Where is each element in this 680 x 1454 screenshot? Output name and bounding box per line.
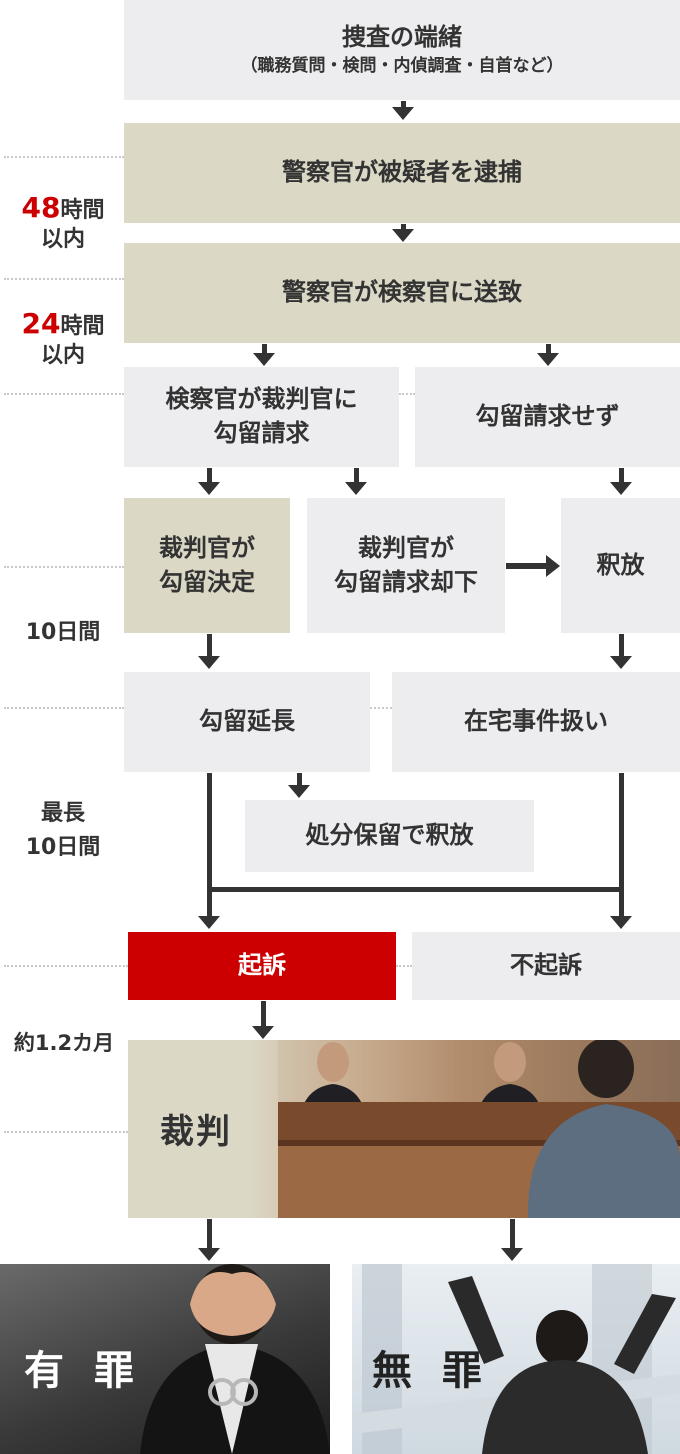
time-label-max-text: 最長 <box>40 801 85 826</box>
step-arrest: 警察官が被疑者を逮捕 <box>124 123 680 223</box>
time-label-24h-number: 24 <box>21 307 61 340</box>
guide-line <box>4 278 124 280</box>
time-label-max10days: 最長 10日間 <box>6 797 120 865</box>
guilty-photo: 有 罪 <box>0 1264 330 1454</box>
step-rejected-label: 裁判官が 勾留請求却下 <box>334 533 478 596</box>
step-extension-label: 勾留延長 <box>199 707 295 736</box>
guide-line <box>399 393 415 395</box>
step-detention-decision: 裁判官が 勾留決定 <box>124 498 290 633</box>
guide-line <box>396 965 412 967</box>
time-label-max-days: 10日間 <box>25 835 101 861</box>
step-no-indictment-label: 不起訴 <box>510 951 582 980</box>
step-arrest-label: 警察官が被疑者を逮捕 <box>282 158 522 187</box>
time-label-48h: 48時間 以内 <box>6 190 120 255</box>
step-detention-request: 検察官が裁判官に 勾留請求 <box>124 367 399 467</box>
step-release: 釈放 <box>561 498 680 633</box>
result-guilty: 有 罪 <box>24 1348 142 1394</box>
time-label-10days-text: 10日間 <box>25 620 101 645</box>
step-indictment: 起訴 <box>128 932 396 1000</box>
guilty-person-illustration <box>140 1264 330 1454</box>
time-label-24h-unit: 時間 <box>60 314 105 339</box>
step-decision-label: 裁判官が 勾留決定 <box>159 533 255 596</box>
step-no-request: 勾留請求せず <box>415 367 680 467</box>
step-no-request-label: 勾留請求せず <box>475 402 620 431</box>
step-investigation: 捜査の端緒 （職務質問・検問・内偵調査・自首など） <box>124 0 680 100</box>
courtroom-illustration <box>278 1040 680 1218</box>
time-label-month-text: 約1.2カ月 <box>13 1031 115 1055</box>
time-label-24h: 24時間 以内 <box>6 306 120 371</box>
step-release-label: 釈放 <box>596 550 645 579</box>
guide-line <box>4 566 124 568</box>
step-at-home: 在宅事件扱い <box>392 672 680 772</box>
guide-line <box>4 965 128 967</box>
step-deferred-label: 処分保留で釈放 <box>305 821 474 850</box>
time-label-24h-tail: 以内 <box>40 343 85 369</box>
step-send-to-prosecutor: 警察官が検察官に送致 <box>124 243 680 343</box>
step-send-label: 警察官が検察官に送致 <box>282 278 522 307</box>
guide-line <box>4 1131 128 1133</box>
step-investigation-title: 捜査の端緒 <box>342 23 462 52</box>
trial-photo: 裁判 <box>128 1040 680 1218</box>
step-extension: 勾留延長 <box>124 672 370 772</box>
guide-line <box>4 156 124 158</box>
step-trial: 裁判 <box>160 1112 232 1152</box>
innocent-person-illustration <box>352 1264 680 1454</box>
step-indictment-label: 起訴 <box>238 951 286 980</box>
step-at-home-label: 在宅事件扱い <box>464 707 608 736</box>
time-label-48h-unit: 時間 <box>60 198 105 223</box>
time-label-48h-tail: 以内 <box>40 227 85 253</box>
step-request-label: 検察官が裁判官に 勾留請求 <box>165 385 358 447</box>
innocent-photo: 無 罪 <box>352 1264 680 1454</box>
guide-line <box>370 707 392 709</box>
step-no-indictment: 不起訴 <box>412 932 680 1000</box>
guide-line <box>4 393 124 395</box>
step-request-rejected: 裁判官が 勾留請求却下 <box>307 498 505 633</box>
result-innocent: 無 罪 <box>372 1348 490 1394</box>
step-investigation-sub: （職務質問・検問・内偵調査・自首など） <box>240 55 564 76</box>
step-deferred-release: 処分保留で釈放 <box>245 800 534 872</box>
time-label-10days: 10日間 <box>6 619 120 648</box>
guide-line <box>4 707 124 709</box>
time-label-48h-number: 48 <box>21 191 61 224</box>
time-label-month: 約1.2カ月 <box>0 1030 128 1057</box>
